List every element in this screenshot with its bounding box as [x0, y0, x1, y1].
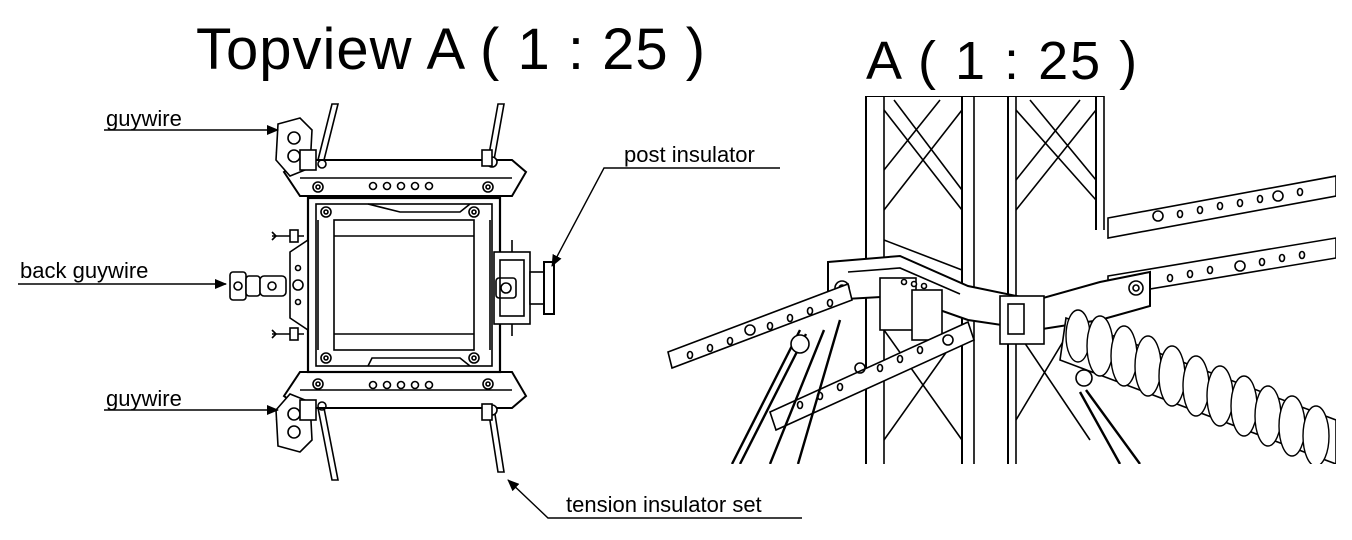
post-insulator-bracket	[493, 240, 555, 336]
guywire-clamp-top	[275, 117, 327, 177]
label-guywire-bottom: guywire	[106, 386, 182, 411]
post-insulator-detail	[1059, 309, 1336, 464]
label-post-insulator: post insulator	[624, 142, 755, 167]
leader-lines-topview	[18, 125, 802, 519]
detail-drawing	[667, 96, 1336, 464]
label-back-guywire: back guywire	[20, 258, 149, 283]
label-tension-insulator-set: tension insulator set	[566, 492, 762, 517]
topview-drawing	[229, 103, 555, 481]
label-guywire-top: guywire	[106, 106, 182, 131]
detail-view-title: A ( 1 : 25 )	[866, 31, 1140, 91]
detail-bracket	[827, 254, 1151, 345]
topview-title: Topview A ( 1 : 25 )	[196, 17, 707, 82]
back-guywire-bracket	[229, 229, 309, 341]
mast-section	[306, 196, 502, 374]
front-left-arms	[667, 282, 975, 432]
guy-cables	[730, 319, 1141, 464]
top-crossbar	[282, 159, 528, 197]
rod-clamps-right	[481, 149, 498, 421]
